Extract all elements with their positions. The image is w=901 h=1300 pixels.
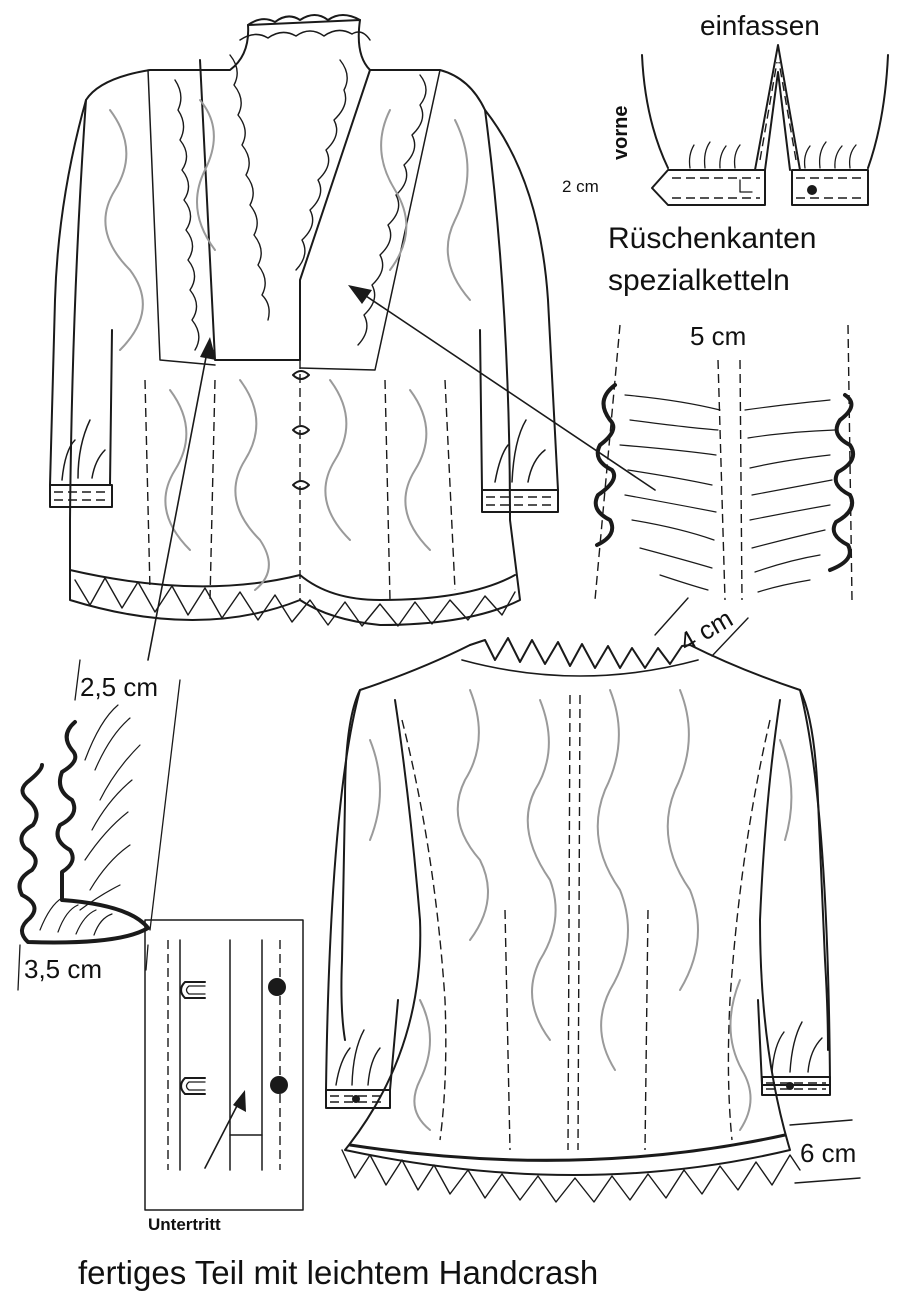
label-vorne: vorne bbox=[610, 106, 632, 160]
underlap-detail: Untertritt bbox=[144, 919, 304, 1234]
label-underlap: Untertritt bbox=[148, 1215, 221, 1234]
blouse-front-view bbox=[49, 14, 559, 627]
label-collar-height: 4 cm bbox=[674, 603, 738, 657]
label-hem-height: 6 cm bbox=[800, 1138, 856, 1168]
ruffle-corner-detail: 2,5 cm 3,5 cm bbox=[17, 659, 181, 991]
label-ruffle-title-2: spezialketteln bbox=[608, 264, 790, 297]
label-ruffle-width: 5 cm bbox=[690, 321, 746, 351]
label-front-ruffle-width: 2,5 cm bbox=[80, 672, 158, 702]
blouse-back-view bbox=[325, 637, 831, 1203]
label-hem-ruffle-width: 3,5 cm bbox=[24, 954, 102, 984]
ruffle-edge-detail: 5 cm bbox=[593, 321, 855, 601]
caption: fertiges Teil mit leichtem Handcrash bbox=[78, 1254, 598, 1291]
label-einfassen: einfassen bbox=[700, 10, 820, 41]
cuff-binding-detail: einfassen vorne 2 cm bbox=[562, 10, 889, 206]
label-cuff-width: 2 cm bbox=[562, 177, 599, 196]
label-ruffle-title-1: Rüschenkanten bbox=[608, 222, 816, 255]
